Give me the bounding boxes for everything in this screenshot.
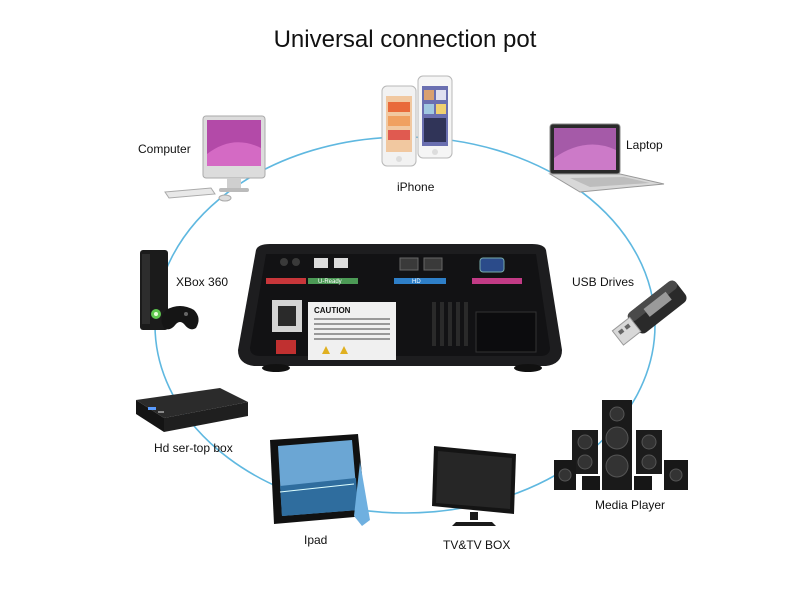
port-label-hd: HD bbox=[412, 279, 421, 285]
iphone-image bbox=[381, 75, 453, 167]
projector-image: U-Ready HD CAUTION bbox=[238, 244, 562, 372]
xbox-label: XBox 360 bbox=[176, 275, 229, 289]
page-title: Universal connection pot bbox=[273, 26, 537, 53]
port-label-uready: U-Ready bbox=[318, 279, 342, 285]
computer-image bbox=[164, 115, 266, 202]
red-strip bbox=[266, 278, 306, 284]
ipad-label: Ipad bbox=[304, 533, 328, 547]
pink-strip bbox=[472, 278, 522, 284]
laptop-label: Laptop bbox=[626, 138, 663, 152]
laptop-image bbox=[548, 123, 665, 193]
usb-drives-label: USB Drives bbox=[572, 275, 635, 289]
media-player-label: Media Player bbox=[595, 498, 666, 512]
caution-sticker bbox=[308, 302, 396, 360]
settop-box-image bbox=[136, 388, 248, 432]
usb-drive-image bbox=[611, 280, 687, 346]
tv-image bbox=[432, 446, 516, 526]
computer-label: Computer bbox=[138, 142, 191, 156]
green-strip bbox=[308, 278, 358, 284]
xbox-image bbox=[140, 250, 199, 330]
caution-label: CAUTION bbox=[314, 306, 351, 315]
media-player-image bbox=[554, 400, 688, 490]
iphone-label: iPhone bbox=[397, 180, 435, 194]
tv-label: TV&TV BOX bbox=[443, 538, 511, 552]
settop-box-label: Hd ser-top box bbox=[154, 441, 233, 455]
blue-strip bbox=[394, 278, 446, 284]
ipad-image bbox=[270, 434, 370, 526]
